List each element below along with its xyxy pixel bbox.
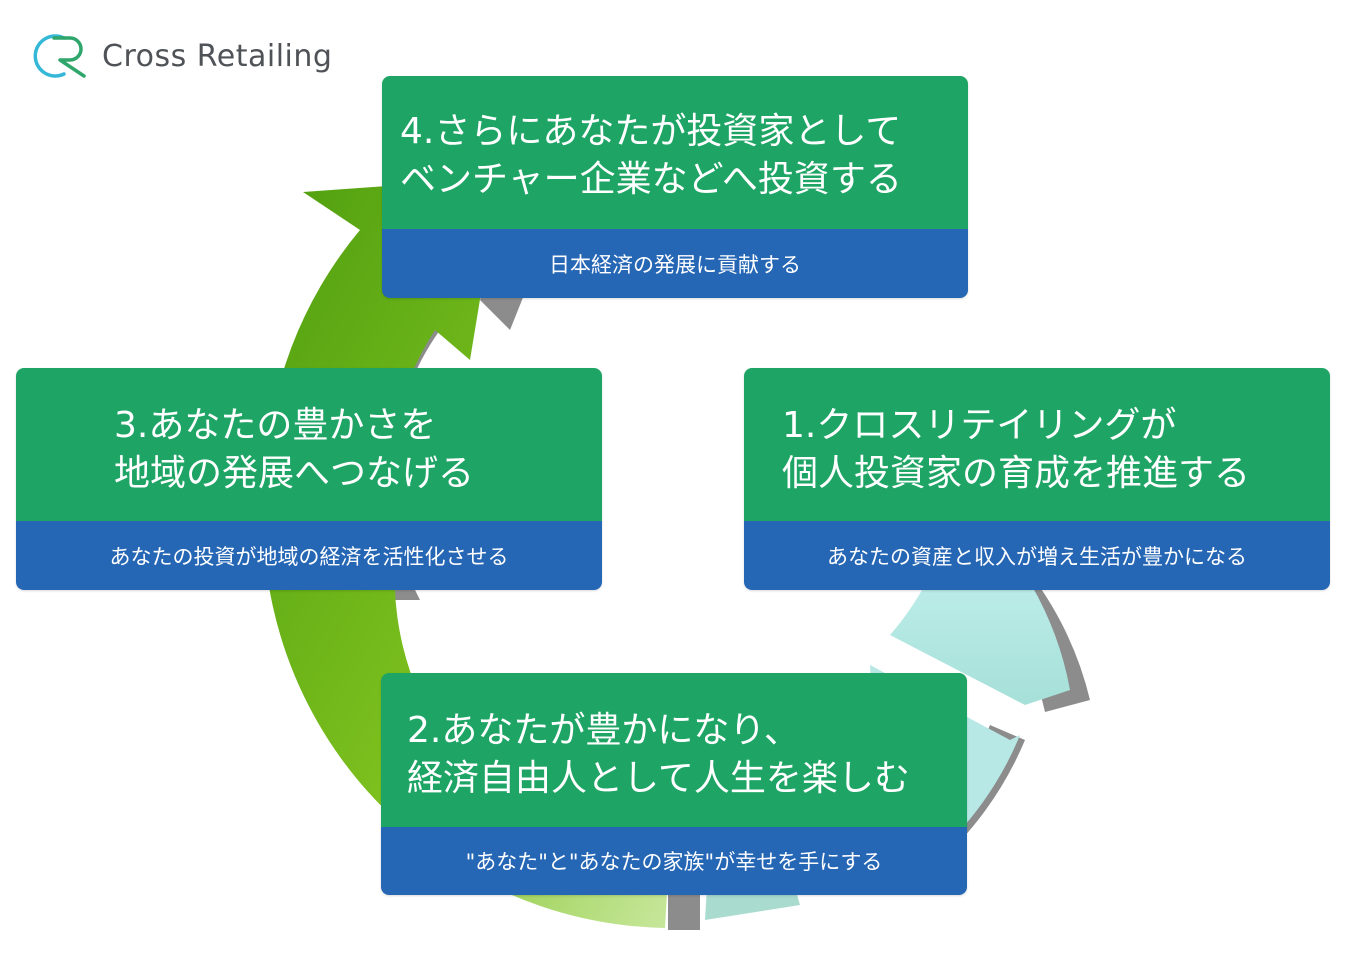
step-card-1-title-line2: 個人投資家の育成を推進する: [782, 453, 1251, 494]
green-arrow: [263, 178, 668, 928]
step-card-4-subtitle: 日本経済の発展に貢献する: [382, 229, 968, 298]
step-card-2-title-line1: 2.あなたが豊かになり、: [407, 710, 800, 751]
brand-logo: Cross Retailing: [30, 30, 332, 82]
step-card-3-title: 3.あなたの豊かさを 地域の発展へつなげる: [16, 368, 602, 521]
step-card-3-title-line2: 地域の発展へつなげる: [114, 453, 475, 494]
step-card-3-title-line1: 3.あなたの豊かさを: [114, 405, 437, 446]
step-card-4: 4.さらにあなたが投資家として ベンチャー企業などへ投資する 日本経済の発展に貢…: [382, 76, 968, 298]
step-card-2-title-line2: 経済自由人として人生を楽しむ: [407, 758, 910, 799]
step-card-2-subtitle: "あなた"と"あなたの家族"が幸せを手にする: [381, 827, 967, 895]
step-card-3-subtitle: あなたの投資が地域の経済を活性化させる: [16, 521, 602, 590]
step-card-2-title: 2.あなたが豊かになり、 経済自由人として人生を楽しむ: [381, 673, 967, 827]
step-card-1: 1.クロスリテイリングが 個人投資家の育成を推進する あなたの資産と収入が増え生…: [744, 368, 1330, 590]
step-card-2: 2.あなたが豊かになり、 経済自由人として人生を楽しむ "あなた"と"あなたの家…: [381, 673, 967, 895]
step-card-1-title-line1: 1.クロスリテイリングが: [782, 405, 1177, 446]
step-card-4-title-line1: 4.さらにあなたが投資家として: [400, 111, 902, 152]
step-card-3: 3.あなたの豊かさを 地域の発展へつなげる あなたの投資が地域の経済を活性化させ…: [16, 368, 602, 590]
step-card-1-subtitle: あなたの資産と収入が増え生活が豊かになる: [744, 521, 1330, 590]
step-card-4-title: 4.さらにあなたが投資家として ベンチャー企業などへ投資する: [382, 76, 968, 229]
brand-name: Cross Retailing: [102, 38, 333, 74]
step-card-1-title: 1.クロスリテイリングが 個人投資家の育成を推進する: [744, 368, 1330, 521]
cross-retailing-logo-icon: [33, 34, 86, 78]
step-card-4-title-line2: ベンチャー企業などへ投資する: [400, 159, 902, 200]
